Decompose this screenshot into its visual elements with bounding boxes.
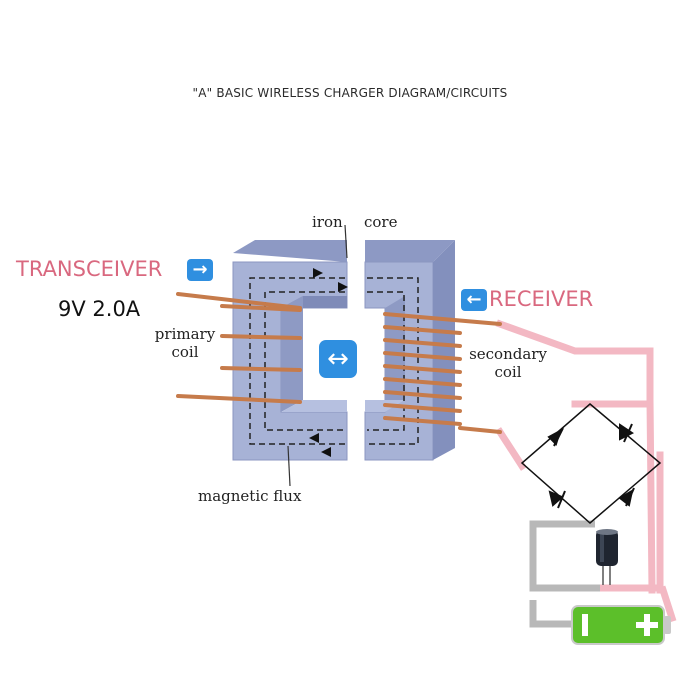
iron-label: iron <box>312 213 343 231</box>
flux-arrow-icons <box>309 268 348 457</box>
core-label: core <box>364 213 398 231</box>
capacitor-wiring <box>529 520 600 628</box>
bridge-rectifier <box>520 403 662 524</box>
transceiver-label: TRANSCEIVER <box>16 257 163 281</box>
capacitor-icon <box>596 529 618 585</box>
magnetic-flux-path <box>249 277 419 445</box>
right-arrow-icon: → <box>187 259 213 281</box>
primary-coil <box>176 292 302 404</box>
left-right-arrow-icon: ↔ <box>319 340 357 378</box>
core-pointer-line <box>344 224 348 259</box>
receiver-label: RECEIVER <box>489 287 594 311</box>
transceiver-spec: 9V 2.0A <box>58 297 141 321</box>
left-arrow-icon: ← <box>461 289 487 311</box>
secondary-coil <box>383 312 502 434</box>
iron-core <box>232 240 455 461</box>
magnetic-flux-label: magnetic flux <box>198 487 302 505</box>
flux-pointer-line <box>287 445 291 487</box>
battery-icon <box>571 605 671 645</box>
receiver-wiring <box>495 319 677 623</box>
page-title: "A" BASIC WIRELESS CHARGER DIAGRAM/CIRCU… <box>192 86 508 100</box>
